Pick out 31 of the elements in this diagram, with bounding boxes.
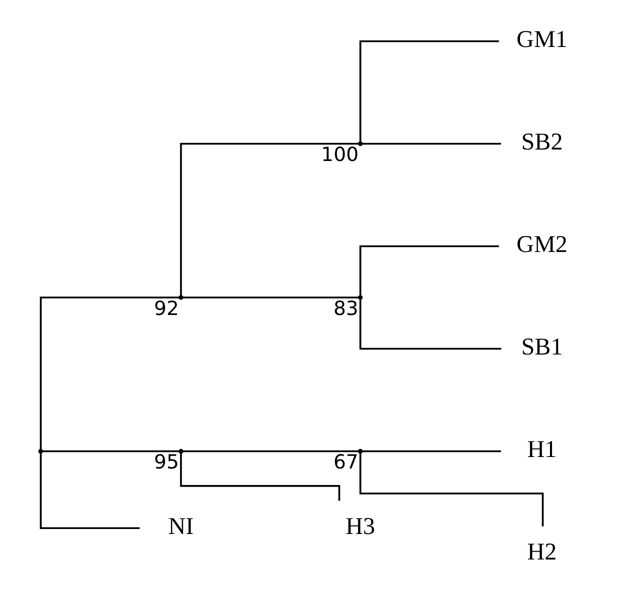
node-text: H3 [346,514,376,540]
connector [359,453,544,526]
node-point [178,448,184,454]
connector [180,142,358,296]
node-text: SB2 [521,129,563,156]
node-text: H2 [527,539,557,566]
node-text: GM1 [516,26,568,53]
connector [40,296,179,450]
node-label: 92 [154,296,179,320]
connector [359,245,499,296]
node-point [358,448,363,454]
node-point [38,448,44,454]
node-text: GM2 [516,232,568,258]
node-text: H1 [527,436,557,463]
node-label: 100 [321,143,359,166]
connector [42,450,180,452]
node-text: NI [168,514,194,540]
node-label: 67 [333,450,358,474]
connector [183,450,359,452]
node-point [178,295,184,300]
connector [359,40,499,142]
node-text: SB1 [521,334,563,360]
node-point [358,141,363,146]
node-label: 83 [333,296,358,320]
connector [183,296,359,298]
connector [40,453,140,530]
connector [359,300,502,350]
connector [362,142,502,145]
node-label: 95 [154,450,179,474]
connector [362,450,502,452]
node-point [358,295,363,300]
